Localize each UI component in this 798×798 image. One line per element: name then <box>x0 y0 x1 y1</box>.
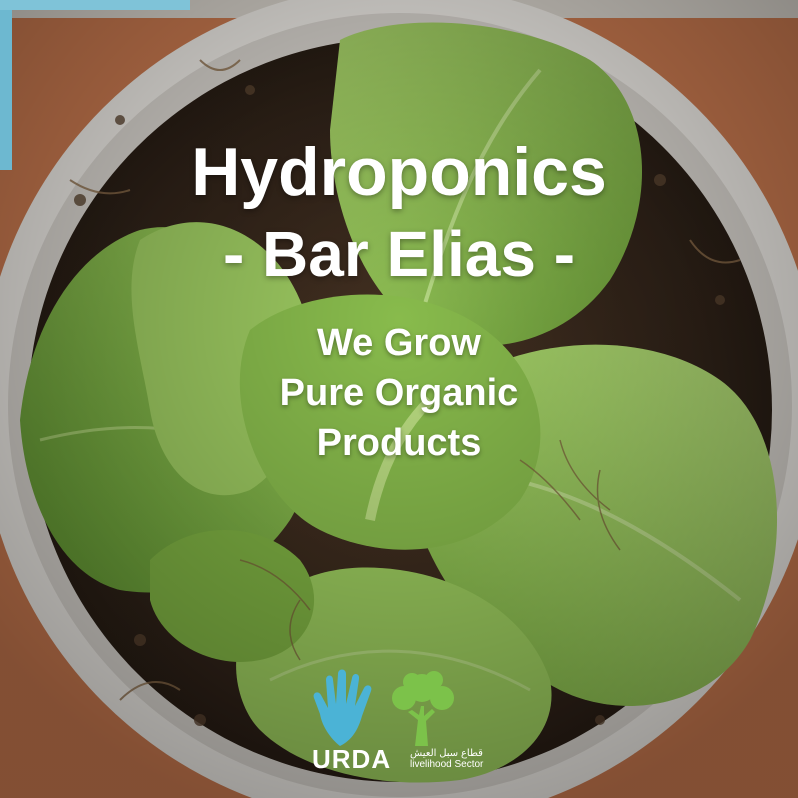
sector-label-en: livelihood Sector <box>410 759 484 770</box>
headline-title: Hydroponics <box>191 134 607 210</box>
brand-name: URDA <box>312 744 392 774</box>
tagline-line-3: Products <box>316 422 482 464</box>
blue-hand-icon <box>313 669 372 746</box>
headline: Hydroponics - Bar Elias - <box>0 130 798 294</box>
tagline-line-2: Pure Organic <box>279 372 519 414</box>
tagline-line-1: We Grow <box>317 322 481 364</box>
top-accent-strip <box>0 0 190 10</box>
left-accent-strip <box>0 10 12 170</box>
green-tree-icon <box>392 671 454 746</box>
logo-mark <box>313 669 454 746</box>
urda-logo: URDA قطاع سبل العيش livelihood Sector <box>300 668 520 778</box>
sector-label: قطاع سبل العيش livelihood Sector <box>410 748 510 770</box>
sector-label-ar: قطاع سبل العيش <box>410 748 483 759</box>
headline-location: - Bar Elias - <box>222 218 576 290</box>
tagline: We Grow Pure Organic Products <box>0 318 798 468</box>
